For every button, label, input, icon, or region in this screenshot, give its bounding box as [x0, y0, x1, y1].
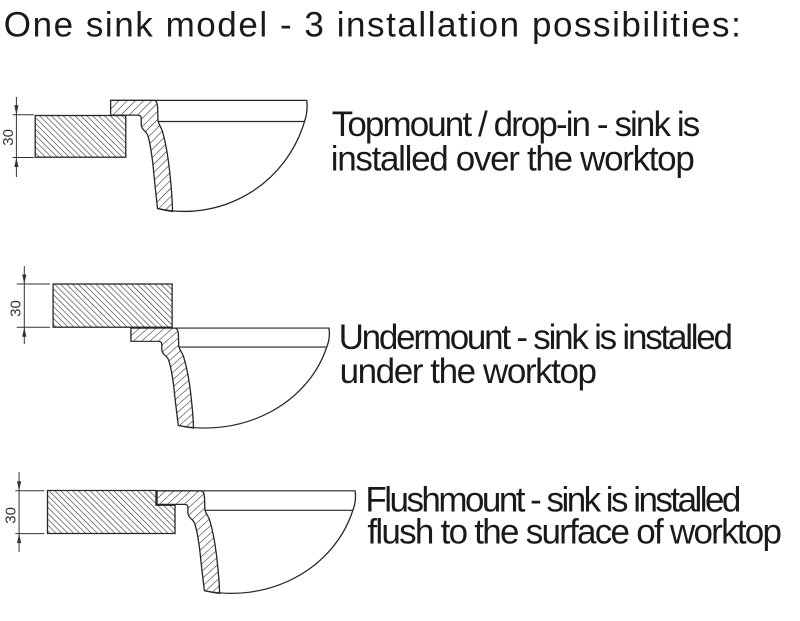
- svg-text:Topmount / drop-in - sink is: Topmount / drop-in - sink is: [332, 105, 700, 144]
- svg-text:installed over the worktop: installed over the worktop: [331, 140, 695, 179]
- svg-text:30: 30: [3, 507, 20, 524]
- svg-text:Undermount - sink is installed: Undermount - sink is installed: [339, 318, 733, 357]
- svg-text:One sink model - 3 installatio: One sink model - 3 installation possibil…: [4, 6, 741, 45]
- svg-text:Flushmount - sink is installed: Flushmount - sink is installed: [365, 481, 741, 520]
- svg-text:flush to the surface of workto: flush to the surface of worktop: [367, 512, 782, 551]
- svg-text:under the worktop: under the worktop: [340, 352, 597, 391]
- svg-text:30: 30: [0, 129, 17, 146]
- svg-text:30: 30: [7, 300, 24, 317]
